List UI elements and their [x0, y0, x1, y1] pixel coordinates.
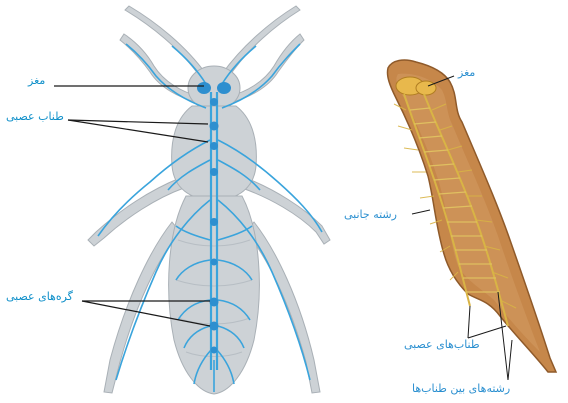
flatworm-nerve-cords-label: طناب‌های عصبی — [404, 338, 480, 351]
insect-brain-label: مغز — [28, 74, 45, 87]
flatworm-connecting-fibers-label: رشته‌های بین طناب‌ها — [412, 382, 510, 395]
flatworm-lateral-branch-label: رشته جانبی — [344, 208, 397, 221]
insect-nerve-cord-label: طناب عصبی — [6, 110, 64, 123]
insect-nervous-system — [98, 44, 322, 392]
insect-ganglia-label: گره‌های عصبی — [6, 290, 73, 303]
flatworm-brain-label: مغز — [458, 66, 475, 79]
flatworm-illustration — [387, 60, 556, 380]
insect-illustration — [54, 6, 330, 394]
